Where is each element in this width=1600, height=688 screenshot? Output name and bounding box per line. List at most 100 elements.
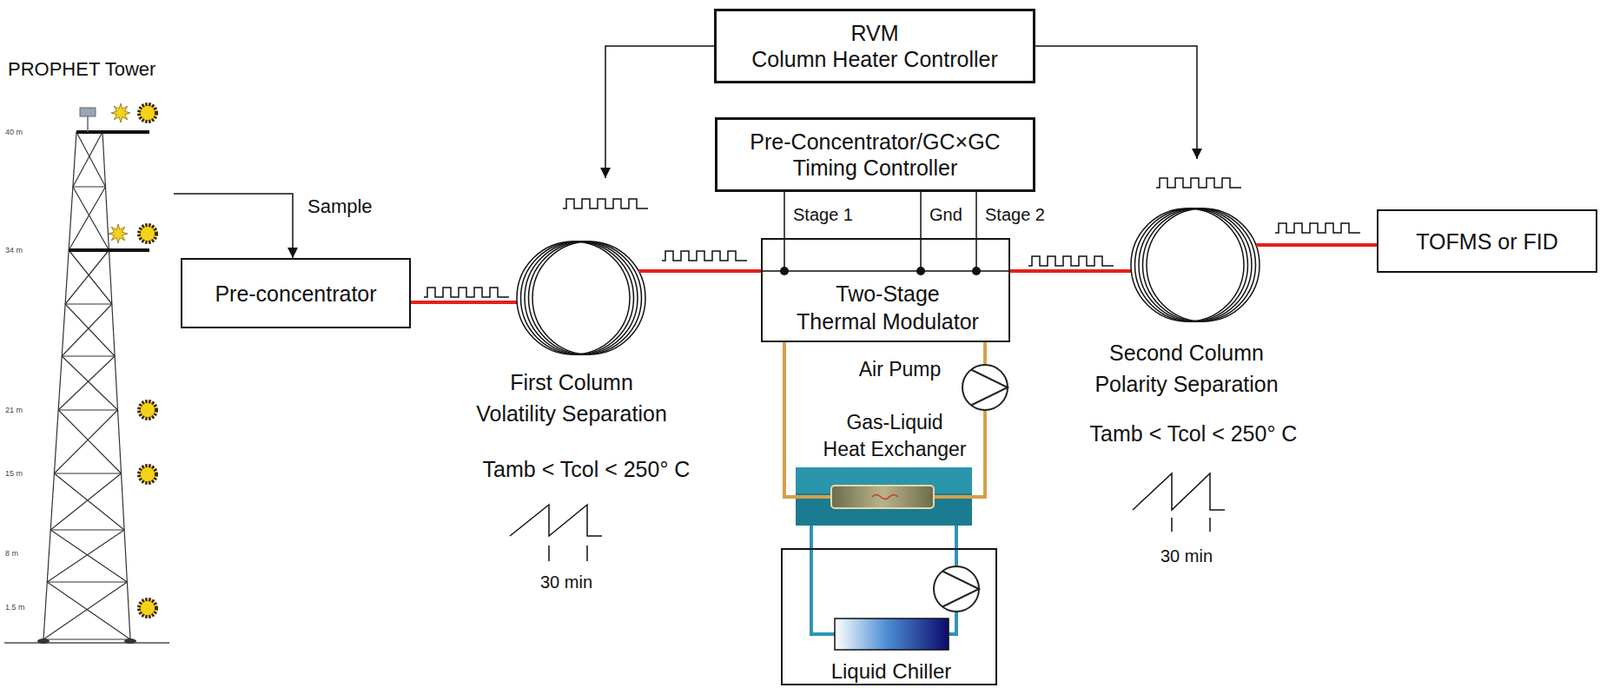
column-loop bbox=[1143, 208, 1257, 322]
tower-lattice bbox=[65, 250, 109, 305]
tower-lattice bbox=[61, 356, 118, 410]
signal-wire bbox=[605, 46, 715, 179]
edge-label: Stage 1 bbox=[791, 204, 855, 225]
column-loop bbox=[1130, 208, 1244, 322]
square-wave bbox=[1156, 178, 1242, 188]
height-mark: 15 m bbox=[5, 469, 23, 479]
square-wave bbox=[562, 198, 648, 209]
column-lead bbox=[638, 269, 646, 273]
tower-lattice bbox=[53, 472, 121, 474]
process-box: Pre-concentrator bbox=[180, 257, 411, 329]
air-pump-symbol bbox=[962, 364, 1008, 410]
time-tick bbox=[1171, 517, 1210, 532]
node-label: Two-Stage bbox=[835, 280, 940, 307]
node-label: Volatility Separation bbox=[476, 400, 668, 427]
modulator-internals bbox=[760, 238, 1011, 276]
column-loop bbox=[528, 241, 642, 355]
instrument-mast bbox=[86, 116, 89, 133]
weather-instrument bbox=[79, 107, 96, 117]
signal-wire bbox=[919, 191, 922, 239]
column-loop bbox=[1138, 208, 1252, 322]
inlet-sensor bbox=[138, 465, 157, 483]
tower-lattice bbox=[72, 185, 106, 187]
tower-lattice bbox=[50, 528, 125, 530]
edge-label: Stage 2 bbox=[983, 204, 1047, 225]
time-tick bbox=[548, 545, 588, 562]
tower-lattice bbox=[61, 304, 113, 357]
pump-mark bbox=[942, 571, 979, 608]
tower-lattice bbox=[43, 638, 131, 640]
signal-wire bbox=[783, 191, 786, 239]
modulator-box: Two-StageThermal Modulator bbox=[760, 238, 1011, 343]
detector-box: TOFMS or FID bbox=[1376, 209, 1598, 273]
pump-mark bbox=[971, 370, 1008, 406]
tower-lattice bbox=[53, 473, 125, 530]
height-mark: 21 m bbox=[5, 405, 23, 416]
tower-lattice bbox=[68, 186, 106, 251]
tower-foot bbox=[37, 638, 50, 644]
tower-lattice bbox=[46, 581, 127, 582]
column-loop bbox=[1135, 208, 1249, 322]
chiller-internals bbox=[811, 548, 979, 650]
node-label: Thermal Modulator bbox=[796, 308, 979, 335]
node-label: RVM bbox=[850, 19, 899, 47]
annotation-label: 30 min bbox=[1160, 545, 1213, 567]
node-label: Gas-Liquid bbox=[846, 410, 943, 436]
sawtooth-ramp bbox=[509, 504, 602, 536]
tower-lattice bbox=[43, 581, 127, 640]
coil-drawing bbox=[516, 178, 646, 361]
inlet-sensor bbox=[138, 401, 157, 419]
junction-dot bbox=[971, 266, 981, 276]
heat-exchanger: Gas-LiquidHeat Exchanger bbox=[795, 467, 972, 526]
signal-wire bbox=[975, 191, 978, 239]
node-label: First Column bbox=[509, 369, 634, 396]
tower-lattice bbox=[61, 355, 115, 357]
sensor-star bbox=[108, 224, 128, 244]
coolant-reservoir bbox=[834, 618, 949, 650]
stage-wire bbox=[760, 238, 1011, 272]
node-label: Liquid Chiller bbox=[831, 659, 953, 685]
column-loop bbox=[521, 241, 635, 355]
node-label: Second Column bbox=[1109, 339, 1264, 366]
flow-line bbox=[645, 269, 761, 273]
node-label: Timing Controller bbox=[793, 154, 958, 181]
signal-wire bbox=[1035, 46, 1197, 159]
pump-circle bbox=[962, 364, 1008, 410]
node-label: Pre-concentrator bbox=[214, 280, 377, 307]
node-label: Column Heater Controller bbox=[751, 46, 998, 73]
tower-lattice bbox=[72, 186, 110, 251]
column-coil: Second ColumnPolarity Separation bbox=[1130, 158, 1260, 324]
tower-lattice bbox=[65, 304, 115, 357]
chiller-box: Liquid Chiller bbox=[780, 548, 998, 686]
flow-line bbox=[410, 300, 517, 305]
pump-circle bbox=[933, 566, 979, 612]
sawtooth-ramp bbox=[1132, 473, 1225, 510]
tower-illustration: PROPHET Tower bbox=[4, 86, 174, 650]
height-mark: 1.5 m bbox=[5, 602, 26, 613]
tower-lattice bbox=[58, 409, 118, 410]
annotation-label: Tamb < Tcol < 250° C bbox=[1090, 420, 1298, 447]
controller-box: Pre-Concentrator/GC×GCTiming Controller bbox=[714, 117, 1036, 192]
annotation-label: Air Pump bbox=[859, 357, 942, 383]
column-loop bbox=[524, 241, 638, 355]
tower-lattice bbox=[53, 409, 118, 474]
tower-lattice bbox=[46, 581, 131, 640]
height-mark: 34 m bbox=[5, 245, 23, 256]
node-label: Pre-Concentrator/GC×GC bbox=[749, 128, 1000, 155]
height-mark: 40 m bbox=[5, 127, 23, 138]
column-loop bbox=[1146, 208, 1260, 322]
annotation-label: Tamb < Tcol < 250° C bbox=[482, 456, 691, 483]
node-label: Polarity Separation bbox=[1094, 370, 1278, 397]
inlet-sensor bbox=[138, 224, 157, 243]
square-wave bbox=[1275, 223, 1361, 233]
tower-lattice bbox=[76, 132, 106, 187]
junction-dot bbox=[780, 266, 789, 276]
sensor-star bbox=[111, 103, 131, 123]
annotation-label: 30 min bbox=[540, 571, 593, 593]
node-label: PROPHET Tower bbox=[7, 58, 156, 81]
tower-lattice bbox=[68, 250, 113, 305]
square-wave bbox=[1028, 256, 1114, 266]
junction-dot bbox=[916, 266, 926, 276]
tower-platform bbox=[68, 248, 150, 252]
